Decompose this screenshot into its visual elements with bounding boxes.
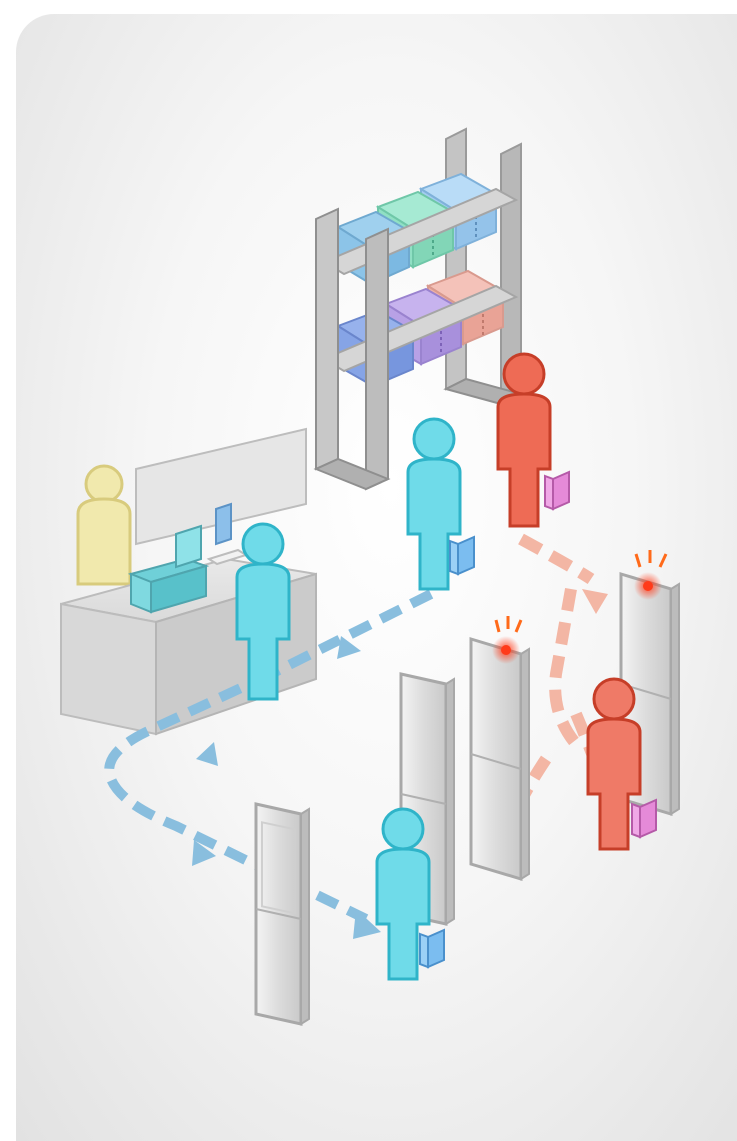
paid-customer-person-icon [408, 419, 474, 589]
shopping-bag-icon [420, 930, 444, 967]
unpaid-customer-person-icon [498, 354, 569, 526]
security-gate-alarm-center [471, 616, 529, 879]
shopping-bag-icon [545, 472, 569, 509]
cashier-person-icon [78, 466, 130, 584]
shopping-bag-icon [450, 537, 474, 574]
security-gate-front-left [256, 804, 309, 1024]
illustration-card [16, 14, 737, 1141]
shopping-bag-icon [632, 800, 656, 837]
eas-security-scene [16, 14, 737, 1141]
alarm-light-icon [492, 616, 521, 664]
